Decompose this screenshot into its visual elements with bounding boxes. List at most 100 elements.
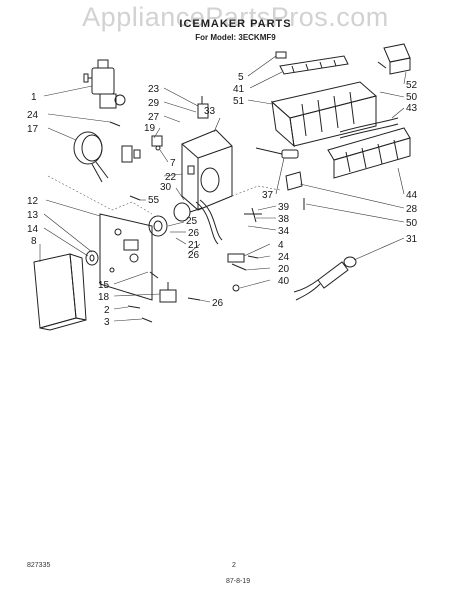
micro-switch[interactable] bbox=[159, 282, 177, 303]
svg-text:40: 40 bbox=[278, 276, 290, 287]
callout-50a: 50 bbox=[379, 91, 418, 103]
control-housing[interactable] bbox=[181, 129, 233, 211]
svg-text:22: 22 bbox=[165, 172, 177, 183]
callout-39: 39 bbox=[257, 202, 290, 213]
screw-2[interactable] bbox=[127, 305, 141, 309]
front-cover[interactable] bbox=[33, 253, 87, 331]
callout-15: 15 bbox=[98, 271, 149, 291]
callout-55: 55 bbox=[140, 195, 160, 206]
svg-text:20: 20 bbox=[278, 264, 290, 275]
svg-text:26: 26 bbox=[188, 228, 200, 239]
svg-text:21: 21 bbox=[188, 240, 200, 251]
svg-text:25: 25 bbox=[186, 216, 198, 227]
callout-17: 17 bbox=[27, 124, 77, 141]
callout-14: 14 bbox=[27, 224, 89, 257]
callout-37: 37 bbox=[262, 157, 285, 201]
callout-38: 38 bbox=[256, 214, 290, 225]
callout-4: 4 bbox=[243, 240, 284, 257]
ice-stripper[interactable] bbox=[279, 55, 349, 75]
callout-26b: 26 bbox=[187, 243, 201, 261]
svg-text:8: 8 bbox=[31, 236, 37, 247]
callout-29: 29 bbox=[148, 98, 197, 113]
svg-text:28: 28 bbox=[406, 204, 418, 215]
mounting-clip[interactable] bbox=[197, 96, 209, 119]
switch-bracket[interactable] bbox=[121, 145, 141, 163]
link-bracket[interactable] bbox=[227, 253, 245, 263]
callout-25: 25 bbox=[167, 216, 198, 227]
callout-52: 52 bbox=[403, 71, 418, 91]
spring-18[interactable] bbox=[149, 271, 159, 279]
wire-harness[interactable] bbox=[195, 199, 223, 245]
callout-51: 51 bbox=[233, 96, 273, 107]
footer-page-number: 2 bbox=[232, 562, 236, 569]
drive-gear[interactable] bbox=[148, 215, 168, 237]
callout-5: 5 bbox=[238, 55, 277, 83]
svg-text:31: 31 bbox=[406, 234, 418, 245]
callout-1: 1 bbox=[31, 85, 93, 103]
callout-43: 43 bbox=[391, 103, 418, 119]
svg-text:3: 3 bbox=[104, 317, 110, 328]
cover-knob[interactable] bbox=[85, 250, 99, 266]
svg-text:19: 19 bbox=[144, 123, 156, 134]
svg-text:44: 44 bbox=[406, 190, 418, 201]
callout-50b: 50 bbox=[305, 203, 418, 229]
svg-text:18: 18 bbox=[98, 292, 110, 303]
callout-22: 22 bbox=[163, 172, 183, 183]
screw-3[interactable] bbox=[141, 317, 153, 323]
callout-26a: 26 bbox=[170, 228, 200, 239]
svg-text:24: 24 bbox=[27, 110, 39, 121]
svg-text:33: 33 bbox=[204, 106, 216, 117]
svg-text:39: 39 bbox=[278, 202, 290, 213]
screw-24a[interactable] bbox=[109, 121, 121, 127]
shield-plate[interactable] bbox=[285, 171, 303, 191]
clamp-40[interactable] bbox=[232, 284, 240, 292]
ice-mold[interactable] bbox=[270, 81, 378, 148]
svg-text:37: 37 bbox=[262, 190, 274, 201]
timing-cam[interactable] bbox=[173, 202, 203, 222]
callout-3: 3 bbox=[104, 317, 143, 328]
callout-31: 31 bbox=[353, 234, 418, 261]
power-cord[interactable] bbox=[293, 256, 357, 301]
small-switch[interactable] bbox=[151, 135, 163, 151]
mounting-plate[interactable] bbox=[99, 213, 153, 301]
callout-40: 40 bbox=[239, 276, 290, 289]
svg-text:41: 41 bbox=[233, 84, 245, 95]
callout-20: 20 bbox=[245, 264, 290, 275]
svg-text:15: 15 bbox=[98, 280, 110, 291]
callout-24a: 24 bbox=[27, 110, 111, 123]
fill-cup[interactable] bbox=[377, 43, 411, 75]
screw-24b[interactable] bbox=[247, 255, 259, 259]
callout-12: 12 bbox=[27, 196, 101, 217]
model-subtitle: For Model: 3ECKMF9 bbox=[195, 33, 276, 42]
screw-26c[interactable] bbox=[187, 297, 201, 301]
svg-text:24: 24 bbox=[278, 252, 290, 263]
water-valve[interactable] bbox=[83, 59, 126, 109]
svg-text:50: 50 bbox=[406, 218, 418, 229]
callout-33: 33 bbox=[204, 106, 221, 133]
diagram-title: ICEMAKER PARTS bbox=[179, 18, 292, 30]
feeler-arm[interactable] bbox=[244, 207, 262, 223]
svg-text:29: 29 bbox=[148, 98, 160, 109]
callout-28: 28 bbox=[299, 183, 418, 215]
thermostat[interactable] bbox=[255, 147, 299, 159]
callout-18: 18 bbox=[98, 292, 161, 303]
svg-text:26: 26 bbox=[212, 298, 224, 309]
stripper-clip[interactable] bbox=[275, 51, 287, 59]
callout-41: 41 bbox=[233, 71, 283, 95]
bin-shelf[interactable] bbox=[327, 127, 411, 179]
screw-55[interactable] bbox=[129, 195, 141, 201]
svg-text:7: 7 bbox=[170, 158, 176, 169]
lever[interactable] bbox=[231, 263, 247, 271]
motor[interactable] bbox=[73, 131, 109, 183]
callout-27: 27 bbox=[148, 112, 181, 123]
svg-text:13: 13 bbox=[27, 210, 39, 221]
svg-text:27: 27 bbox=[148, 112, 160, 123]
svg-text:50: 50 bbox=[406, 92, 418, 103]
svg-text:1: 1 bbox=[31, 92, 37, 103]
svg-text:51: 51 bbox=[233, 96, 245, 107]
mold-heater[interactable] bbox=[339, 117, 399, 139]
svg-text:55: 55 bbox=[148, 195, 160, 206]
callout-34: 34 bbox=[247, 225, 290, 237]
